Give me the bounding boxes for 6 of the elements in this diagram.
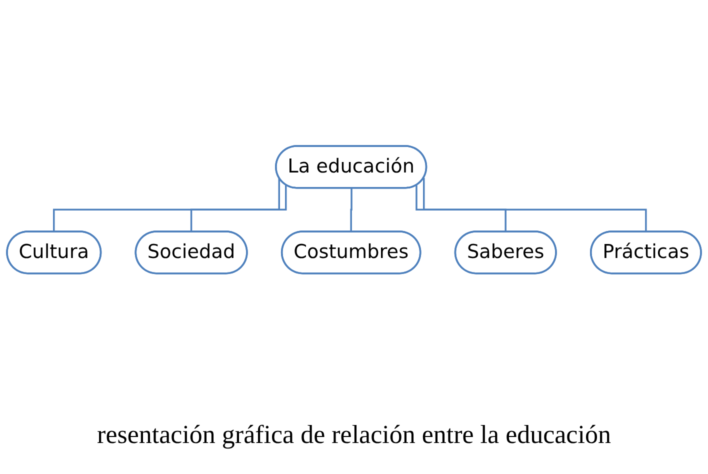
connector xyxy=(350,188,352,234)
connector xyxy=(190,185,287,234)
connector xyxy=(53,178,280,234)
caption: resentación gráfica de relación entre la educación xyxy=(96,420,612,450)
connector xyxy=(423,178,648,234)
connector xyxy=(416,186,507,234)
